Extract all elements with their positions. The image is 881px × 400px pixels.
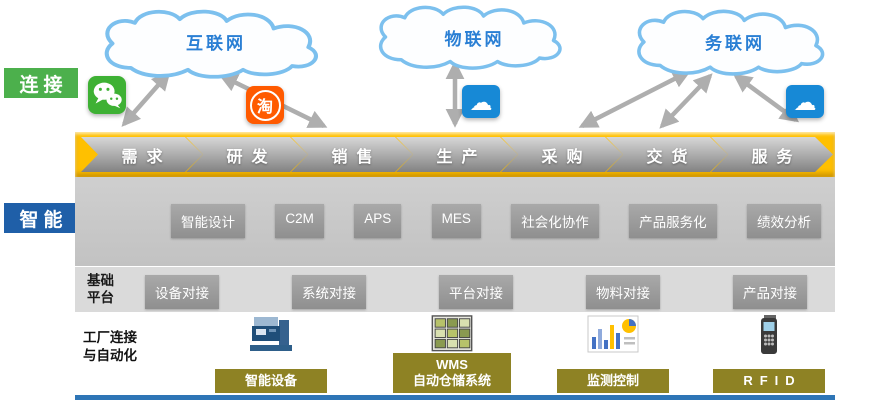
smart-box-c2m: C2M [275, 204, 324, 238]
smart-section: 智能设计 C2M APS MES 社会化协作 产品服务化 绩效分析 [75, 177, 835, 266]
cloud-shape-icon [379, 5, 562, 70]
arrow-servicenet-to-delivery [659, 73, 713, 129]
process-step-demand: 需求 [81, 137, 203, 172]
monitoring-chart-icon [587, 315, 639, 353]
factory-item-label-line1: WMS [436, 356, 468, 372]
factory-item-label: 监测控制 [557, 368, 669, 393]
factory-row: 工厂连接 与自动化 智能设备 [75, 313, 835, 395]
smart-machine-icon [250, 317, 292, 351]
platform-box-material: 物料对接 [586, 275, 660, 309]
cloud-service-net-label: 务联网 [705, 34, 765, 53]
wechat-icon [88, 76, 126, 114]
cloud-internet: 互联网 [92, 6, 337, 81]
factory-item-label: RFID [713, 368, 825, 393]
factory-item-monitoring: 监测控制 [557, 315, 669, 393]
platform-boxes-row: 设备对接 系统对接 平台对接 物料对接 产品对接 [145, 275, 807, 309]
arrow-internet-to-demand [121, 71, 171, 127]
wechat-bubbles-icon [93, 82, 122, 109]
process-band: 需求 研发 销售 生产 采购 交货 服务 [75, 132, 835, 177]
process-step-service: 服务 [711, 137, 833, 172]
cloud-shape-icon [637, 9, 825, 76]
cloud-service-net: 务联网 [626, 6, 841, 78]
side-label-smart: 智能 [4, 203, 78, 233]
process-step-production: 生产 [396, 137, 518, 172]
platform-box-equipment: 设备对接 [145, 275, 219, 309]
warehouse-rack-icon [431, 315, 473, 352]
smart-box-product-service: 产品服务化 [629, 204, 717, 238]
platform-box-platform: 平台对接 [439, 275, 513, 309]
platform-label: 基础 平台 [87, 273, 114, 307]
process-step-sales: 销售 [291, 137, 413, 172]
smart-box-design: 智能设计 [171, 204, 245, 238]
process-step-delivery: 交货 [606, 137, 728, 172]
factory-item-rfid: RFID [713, 315, 825, 393]
platform-label-line1: 基础 [87, 273, 114, 288]
factory-label: 工厂连接 与自动化 [83, 329, 137, 364]
factory-item-label-line2: 自动仓储系统 [412, 372, 491, 388]
smart-boxes-row: 智能设计 C2M APS MES 社会化协作 产品服务化 绩效分析 [171, 204, 821, 238]
platform-box-system: 系统对接 [292, 275, 366, 309]
bottom-accent-bar [75, 395, 835, 400]
cloud-glyph: ☁ [793, 88, 817, 115]
cloud-glyph: ☁ [469, 88, 493, 115]
process-step-rnd: 研发 [186, 137, 308, 172]
side-label-connect: 连接 [4, 68, 78, 98]
rfid-scanner-icon [761, 315, 777, 354]
platform-box-product: 产品对接 [733, 275, 807, 309]
cloud-iot: 物联网 [368, 2, 578, 72]
cloud-service-icon: ☁ [462, 85, 500, 118]
cloud-shape-icon [104, 9, 318, 79]
factory-item-wms: WMS 自动仓储系统 [393, 315, 511, 393]
taobao-icon: 淘 [246, 86, 284, 124]
process-step-procurement: 采购 [501, 137, 623, 172]
smart-box-performance: 绩效分析 [746, 204, 821, 238]
factory-item-label: WMS 自动仓储系统 [393, 352, 511, 393]
smart-box-social-collab: 社会化协作 [511, 204, 599, 238]
factory-label-line1: 工厂连接 [83, 330, 137, 345]
platform-label-line2: 平台 [87, 289, 114, 305]
factory-item-smart-equipment: 智能设备 [215, 315, 327, 393]
cloud-internet-label: 互联网 [186, 34, 246, 53]
cloud-service-icon: ☁ [786, 85, 824, 118]
platform-row: 基础 平台 设备对接 系统对接 平台对接 物料对接 产品对接 [75, 267, 835, 312]
cloud-iot-label: 物联网 [444, 30, 505, 49]
factory-item-label: 智能设备 [215, 368, 327, 393]
smart-box-aps: APS [354, 204, 402, 238]
arrow-servicenet-to-procurement [578, 69, 692, 129]
smart-box-mes: MES [431, 204, 481, 238]
taobao-glyph: 淘 [249, 89, 281, 121]
factory-label-line2: 与自动化 [83, 347, 137, 363]
